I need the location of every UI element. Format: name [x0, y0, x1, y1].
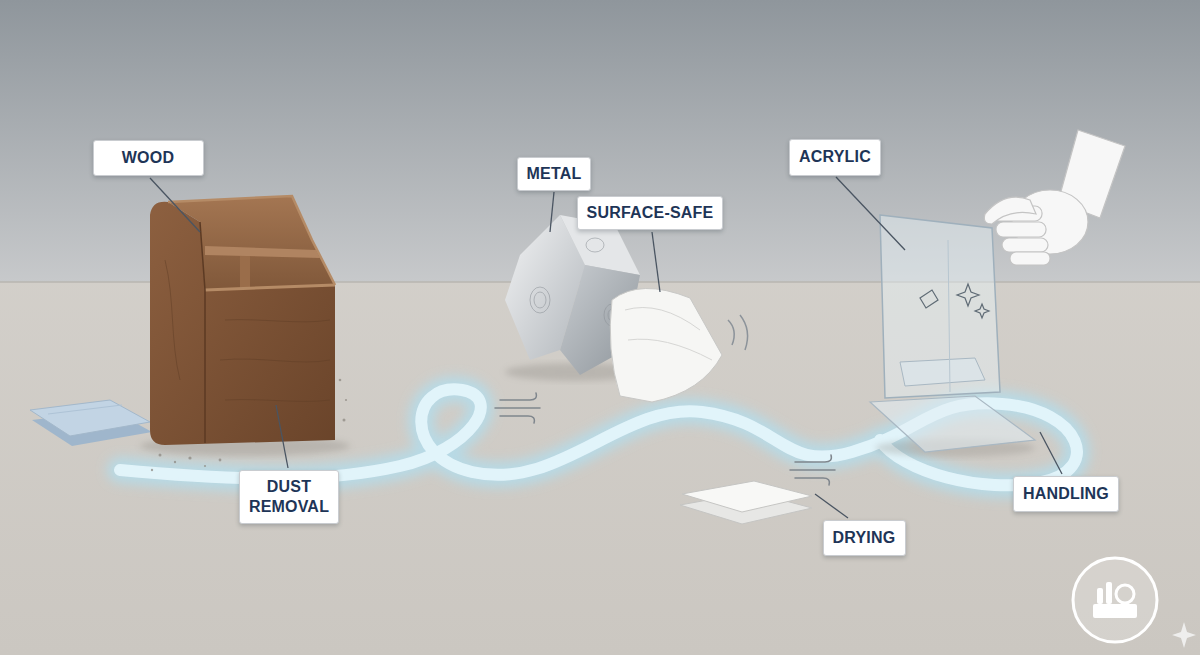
acrylic-divider — [948, 240, 950, 392]
organizer-rim — [168, 196, 335, 285]
callout-label: DUST REMOVAL — [239, 470, 339, 524]
label-text: METAL — [527, 164, 582, 184]
acrylic-base — [870, 396, 1035, 452]
air-line — [795, 455, 831, 462]
gloved-hand — [984, 130, 1125, 265]
watermark-icon — [1093, 582, 1137, 618]
fingerprint — [586, 238, 604, 252]
dust — [343, 419, 346, 422]
cloth-fold — [48, 405, 122, 414]
leader-line — [815, 494, 848, 518]
sparkle-mark — [1172, 622, 1196, 648]
organizer-edge — [200, 222, 205, 443]
leader-line — [836, 177, 905, 250]
fingerprint — [534, 292, 546, 308]
cloth-fold — [625, 308, 712, 361]
glove-thumb — [984, 197, 1036, 224]
organizer-divider — [240, 256, 250, 288]
towel — [682, 481, 812, 512]
label-text: SURFACE-SAFE — [587, 203, 714, 223]
sparkle-icon — [975, 304, 989, 318]
cloth-icon — [920, 290, 938, 308]
leader-line — [150, 178, 200, 232]
air-flow-symbol — [495, 393, 835, 485]
air-line — [500, 393, 536, 400]
glove-finger — [996, 222, 1046, 237]
icon-tray — [1093, 604, 1137, 618]
dust — [174, 461, 176, 463]
air-line — [500, 416, 534, 423]
callout-label: HANDLING — [1013, 476, 1119, 512]
white-cloth — [610, 288, 722, 402]
dust — [151, 469, 153, 471]
motion-lines — [728, 315, 748, 350]
dust — [345, 399, 347, 401]
label-text: ACRYLIC — [799, 147, 871, 167]
label-text: DRYING — [833, 528, 896, 548]
leader-line — [276, 405, 288, 468]
glove-finger — [1010, 252, 1050, 265]
icon-part — [1097, 588, 1103, 604]
dust — [159, 454, 162, 457]
air-line — [495, 407, 540, 409]
watermark-badge — [1073, 558, 1157, 642]
dust — [188, 456, 191, 459]
sparkle-icon — [957, 284, 979, 306]
icon-part — [1116, 585, 1134, 603]
organizer-divider — [205, 246, 320, 258]
air-line — [790, 469, 835, 471]
callout-label: METAL — [517, 157, 592, 191]
fingerprint — [530, 287, 550, 313]
callout-label: SURFACE-SAFE — [577, 196, 724, 230]
organizer-rim — [205, 285, 335, 290]
leader-line — [550, 192, 554, 232]
clean-icons — [920, 284, 989, 318]
icon-part — [1106, 582, 1112, 604]
acrylic-lip — [900, 358, 985, 386]
label-text: DUST REMOVAL — [249, 477, 329, 517]
dust — [219, 459, 222, 462]
leader-lines — [150, 177, 1062, 518]
fingerprints — [530, 238, 620, 326]
callout-label: DRYING — [823, 520, 906, 556]
callout-label: ACRYLIC — [789, 139, 881, 176]
wood-organizer — [150, 202, 335, 445]
wood-grain — [165, 260, 330, 401]
glove-finger — [1002, 238, 1048, 252]
callout-label: WOOD — [93, 140, 204, 176]
blue-cloth — [30, 400, 150, 436]
dust — [339, 379, 342, 382]
label-text: WOOD — [122, 148, 174, 168]
leader-line — [1040, 432, 1062, 474]
dust — [204, 465, 206, 467]
air-line — [795, 478, 829, 485]
label-text: HANDLING — [1023, 484, 1109, 504]
leader-line — [652, 232, 660, 292]
dust-particles — [151, 379, 347, 471]
